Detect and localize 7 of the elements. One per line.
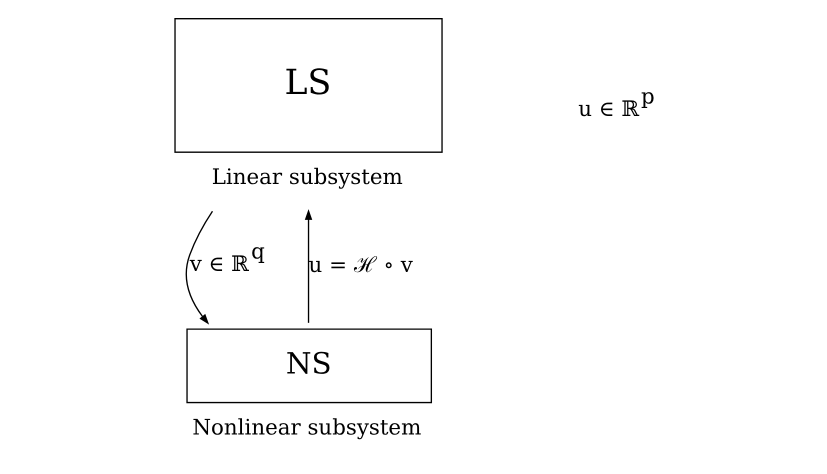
arrow (304, 209, 312, 323)
node-box: LS (174, 18, 442, 153)
arrow (185, 210, 213, 325)
edge-label: u = ℋ ∘ v (308, 253, 412, 278)
node-label: Linear subsystem (211, 164, 402, 190)
node-box: NS (186, 328, 432, 404)
node-label: Nonlinear subsystem (192, 415, 421, 440)
